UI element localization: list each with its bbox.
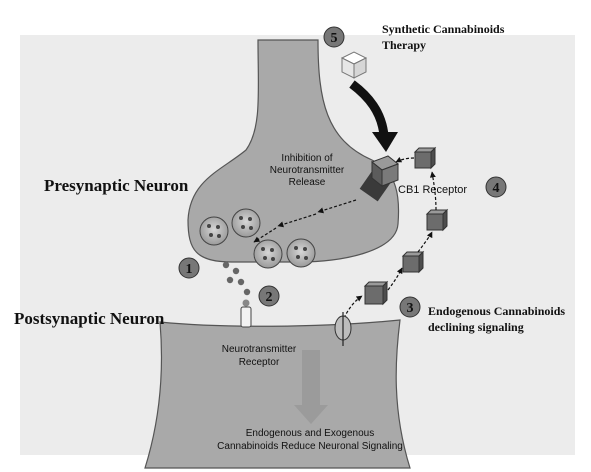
neurotransmitter-receptor-icon	[240, 299, 252, 328]
cannabinoid-cube	[413, 146, 437, 170]
endogenous-line-1: Endogenous Cannabinoids	[428, 304, 566, 318]
neurotransmitter-receptor-label: Neurotransmitter Receptor	[204, 343, 314, 369]
cannabinoid-cube	[401, 250, 425, 274]
vesicle	[286, 238, 316, 268]
step-marker-5: 5	[323, 26, 345, 48]
signal-reduction-arrow	[294, 350, 328, 424]
synthetic-therapy-line-2: Therapy	[382, 38, 427, 52]
reduced-signaling-line-1: Endogenous and Exogenous	[245, 428, 375, 439]
step-number-2: 2	[266, 290, 273, 305]
endocannabinoid-chain	[363, 146, 449, 306]
step-marker-3: 3	[399, 296, 421, 318]
step-number-1: 1	[186, 262, 193, 277]
neurotransmitter-molecules	[222, 261, 251, 296]
endocannabinoid-path-arrows	[343, 156, 437, 319]
synthetic-therapy-label: Synthetic Cannabinoids Therapy	[382, 21, 504, 53]
inhibition-line-2: Neurotransmitter	[269, 165, 345, 176]
therapy-arrow-head	[372, 132, 398, 152]
step-marker-2: 2	[258, 285, 280, 307]
docked-cannabinoid-cube	[371, 155, 399, 188]
step-markers: 1 2 3 4 5	[178, 26, 507, 318]
therapy-arrow	[349, 80, 389, 137]
cannabinoid-cube	[363, 280, 389, 306]
reduced-signaling-line-2: Cannabinoids Reduce Neuronal Signaling	[217, 441, 403, 452]
step-marker-1: 1	[178, 257, 200, 279]
nt-receptor-line-2: Receptor	[238, 357, 280, 368]
cannabinoid-cube	[425, 208, 449, 232]
vesicle	[231, 208, 261, 238]
inhibition-label: Inhibition of Neurotransmitter Release	[252, 153, 362, 189]
inhibition-arrows	[253, 199, 357, 243]
step-number-4: 4	[493, 181, 500, 196]
postsynaptic-cell	[144, 319, 411, 469]
inhibition-line-1: Inhibition of	[281, 153, 333, 164]
synthetic-cannabinoid-cube	[340, 51, 368, 79]
inhibition-line-3: Release	[288, 177, 326, 188]
synaptic-vesicles	[199, 208, 316, 269]
vesicle	[253, 239, 283, 269]
step-marker-4: 4	[485, 176, 507, 198]
vesicle	[199, 216, 229, 246]
cb1-receptor-label: CB1 Receptor	[398, 184, 468, 196]
step-number-5: 5	[331, 31, 338, 46]
endogenous-cannabinoids-label: Endogenous Cannabinoids declining signal…	[428, 303, 565, 335]
reduced-signaling-label: Endogenous and Exogenous Cannabinoids Re…	[170, 427, 450, 453]
presynaptic-neuron-label: Presynaptic Neuron	[44, 176, 189, 195]
postsynaptic-neuron-label: Postsynaptic Neuron	[14, 309, 165, 328]
step-number-3: 3	[407, 301, 414, 316]
synthetic-therapy-line-1: Synthetic Cannabinoids	[382, 22, 505, 36]
membrane-channel-icon	[334, 312, 352, 346]
endogenous-line-2: declining signaling	[428, 320, 524, 334]
nt-receptor-line-1: Neurotransmitter	[221, 344, 297, 355]
